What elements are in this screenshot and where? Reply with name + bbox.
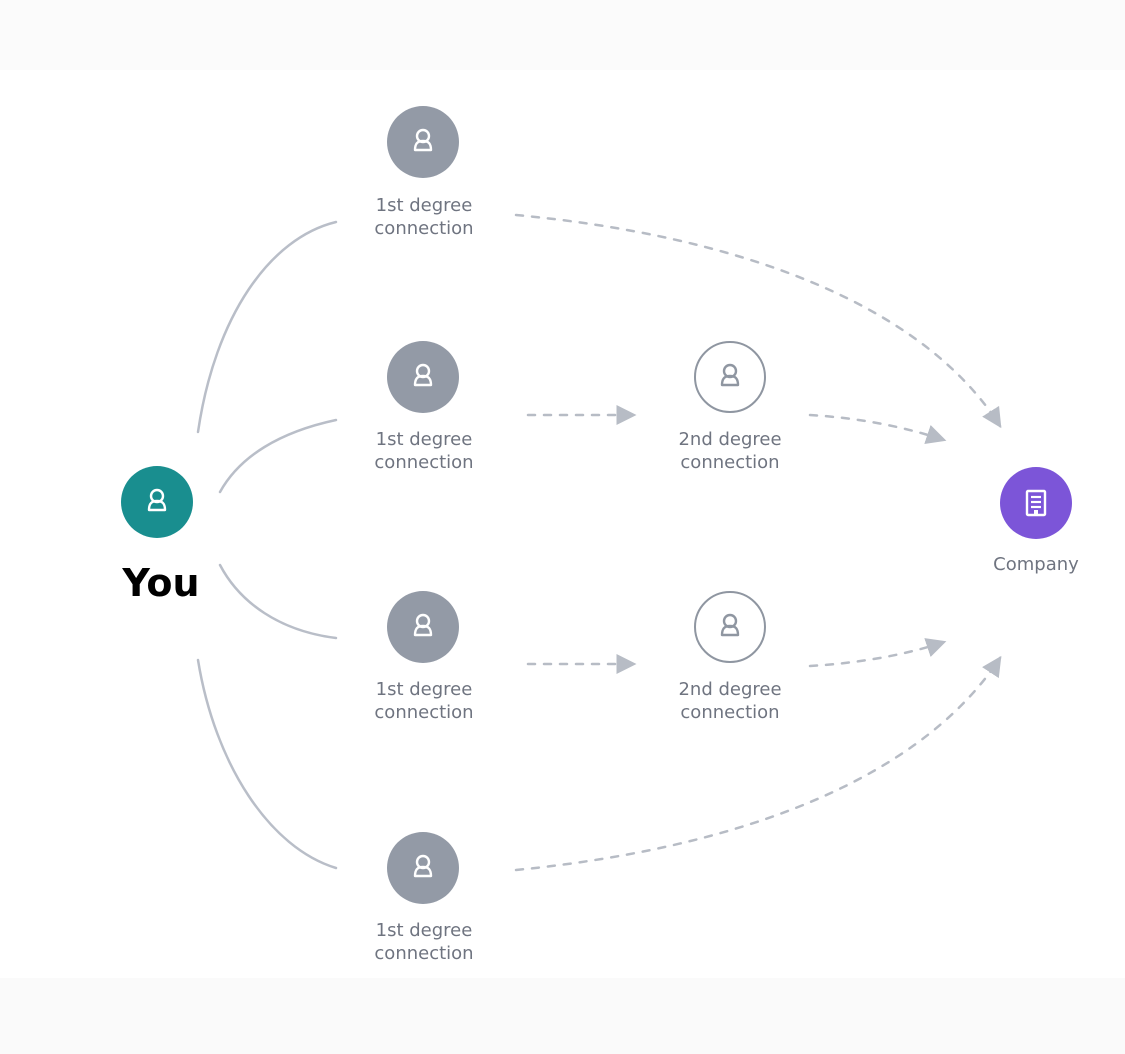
second-degree-label: 2nd degree connection (678, 429, 782, 473)
solid-link-you-to-first-degree-3 (218, 563, 338, 640)
company-label: Company (993, 554, 1079, 575)
solid-link-you-to-first-degree-4 (196, 658, 338, 870)
first-degree-label: 1st degree connection (374, 679, 474, 723)
dashed-link-second-degree-2-to-company (808, 638, 947, 668)
second-degree-node (694, 341, 766, 413)
person-outline-icon (720, 613, 740, 637)
person-icon (413, 854, 433, 878)
solid-link-you-to-first-degree-2 (218, 418, 338, 494)
second-degree-label: 2nd degree connection (678, 679, 782, 723)
building-icon (1025, 489, 1047, 517)
first-degree-node (387, 341, 459, 413)
you-label: You (122, 561, 200, 605)
first-degree-label: 1st degree connection (374, 429, 474, 473)
first-degree-label: 1st degree connection (374, 920, 474, 964)
second-degree-node (694, 591, 766, 663)
company-node (1000, 467, 1072, 539)
person-icon (413, 128, 433, 152)
first-degree-node (387, 832, 459, 904)
person-icon (413, 363, 433, 387)
first-degree-label: 1st degree connection (374, 195, 474, 239)
dashed-link-first-degree-4-to-company (514, 655, 1002, 872)
dashed-link-first-degree-1-to-company (514, 213, 1002, 429)
first-degree-node (387, 106, 459, 178)
first-degree-node (387, 591, 459, 663)
person-outline-icon (720, 363, 740, 387)
dashed-link-second-degree-1-to-company (808, 413, 947, 444)
person-icon (147, 488, 167, 512)
person-icon (413, 613, 433, 637)
you-node (121, 466, 193, 538)
solid-link-you-to-first-degree-1 (196, 220, 338, 434)
